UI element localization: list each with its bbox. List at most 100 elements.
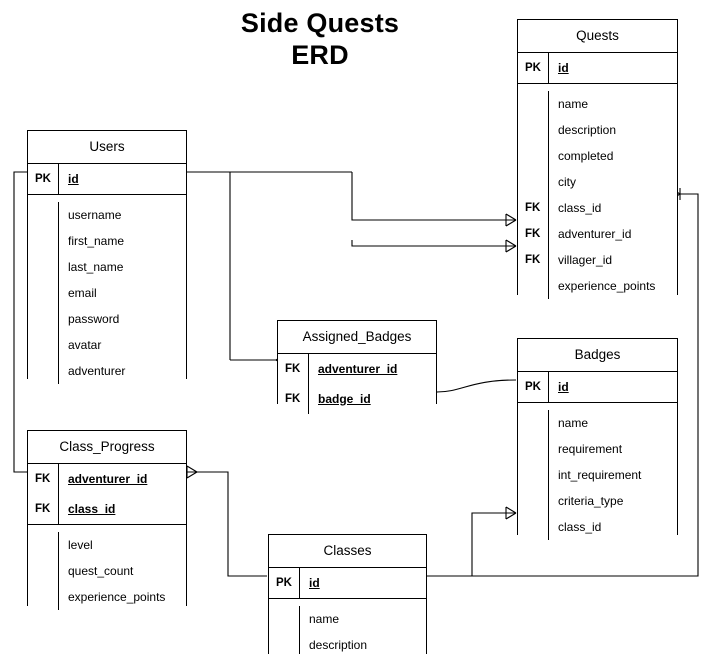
edge-classes-class-progress <box>187 471 267 577</box>
entity-title-assigned-badges: Assigned_Badges <box>278 321 436 354</box>
entity-users[interactable]: Users PK id username first_name last_nam… <box>27 130 187 384</box>
crowfoot-quests-adventurer <box>505 213 517 227</box>
entity-users-keys: PK id <box>28 163 186 195</box>
attr-name: criteria_type <box>558 493 624 508</box>
attr-name: experience_points <box>68 589 166 604</box>
attr-row[interactable]: last_name <box>28 253 186 280</box>
edge-classes-badges <box>427 512 516 577</box>
entity-quests[interactable]: Quests PK id name description completed <box>517 19 678 299</box>
attr-row[interactable]: name <box>518 409 677 436</box>
attr-row[interactable]: FK villager_id <box>518 246 677 273</box>
attr-key: FK <box>518 194 549 221</box>
edge-assigned-badges-badges <box>436 379 517 393</box>
attr-name: adventurer_id <box>68 471 148 486</box>
attr-row[interactable]: experience_points <box>518 272 677 299</box>
attr-row[interactable]: description <box>518 116 677 143</box>
attr-name: completed <box>558 148 614 163</box>
spacer <box>269 599 426 606</box>
attr-row[interactable]: FK badge_id <box>278 383 436 414</box>
attr-key <box>518 90 549 117</box>
edge-users-quests-adventurer <box>351 172 516 221</box>
attr-row[interactable]: completed <box>518 142 677 169</box>
entity-users-attributes: username first_name last_name email pass… <box>28 195 186 384</box>
attr-key <box>28 357 59 384</box>
spacer <box>28 525 186 532</box>
attr-name: description <box>309 637 368 652</box>
attr-name: name <box>558 415 589 430</box>
attr-row[interactable]: PK id <box>518 52 677 83</box>
attr-key <box>28 557 59 584</box>
attr-name: quest_count <box>68 563 134 578</box>
attr-name: id <box>309 575 320 590</box>
attr-row[interactable]: requirement <box>518 435 677 462</box>
attr-name: class_id <box>558 519 602 534</box>
attr-row[interactable]: avatar <box>28 331 186 358</box>
attr-row[interactable]: class_id <box>518 513 677 540</box>
entity-title-class-progress: Class_Progress <box>28 431 186 464</box>
edge-users-quests-villager <box>351 240 516 247</box>
attr-row[interactable]: FK class_id <box>518 194 677 221</box>
attr-name: int_requirement <box>558 467 642 482</box>
attr-name: username <box>68 207 122 222</box>
entity-title-users: Users <box>28 131 186 164</box>
attr-name: name <box>309 611 340 626</box>
attr-row[interactable]: username <box>28 201 186 228</box>
attr-key <box>518 513 549 540</box>
attr-name: badge_id <box>318 391 371 406</box>
attr-row[interactable]: name <box>518 90 677 117</box>
attr-row[interactable]: PK id <box>269 567 426 598</box>
entity-title-badges: Badges <box>518 339 677 372</box>
entity-classes-keys: PK id <box>269 567 426 599</box>
attr-key: PK <box>518 371 549 402</box>
attr-name: class_id <box>558 200 602 215</box>
attr-key: PK <box>518 52 549 83</box>
crowfoot-class-progress-class <box>186 465 198 479</box>
attr-row[interactable]: first_name <box>28 227 186 254</box>
attr-key <box>518 272 549 299</box>
entity-class-progress[interactable]: Class_Progress FK adventurer_id FK class… <box>27 430 187 610</box>
entity-class-progress-attributes: level quest_count experience_points <box>28 525 186 610</box>
attr-key <box>28 201 59 228</box>
attr-row[interactable]: name <box>269 605 426 632</box>
attr-name: adventurer_id <box>558 226 632 241</box>
attr-row[interactable]: city <box>518 168 677 195</box>
page-title-line-1: Side Quests <box>240 8 400 38</box>
attr-key <box>28 253 59 280</box>
attr-row[interactable]: email <box>28 279 186 306</box>
attr-key <box>518 168 549 195</box>
entity-classes[interactable]: Classes PK id name description <box>268 534 427 654</box>
attr-row[interactable]: quest_count <box>28 557 186 584</box>
attr-name: avatar <box>68 337 102 352</box>
attr-row[interactable]: PK id <box>28 163 186 194</box>
entity-title-classes: Classes <box>269 535 426 568</box>
attr-row[interactable]: PK id <box>518 371 677 402</box>
attr-row[interactable]: adventurer <box>28 357 186 384</box>
attr-key <box>518 435 549 462</box>
entity-badges-attributes: name requirement int_requirement criteri… <box>518 403 677 540</box>
attr-name: id <box>558 60 569 75</box>
spacer <box>518 84 677 91</box>
attr-row[interactable]: experience_points <box>28 583 186 610</box>
entity-classes-attributes: name description <box>269 599 426 654</box>
attr-row[interactable]: FK adventurer_id <box>518 220 677 247</box>
attr-name: city <box>558 174 576 189</box>
attr-row[interactable]: int_requirement <box>518 461 677 488</box>
attr-name: last_name <box>68 259 124 274</box>
attr-name: requirement <box>558 441 623 456</box>
attr-row[interactable]: criteria_type <box>518 487 677 514</box>
crowfoot-badges-class <box>505 506 517 520</box>
attr-key: PK <box>269 567 300 598</box>
entity-assigned-badges[interactable]: Assigned_Badges FK adventurer_id FK badg… <box>277 320 437 414</box>
entity-class-progress-keys: FK adventurer_id FK class_id <box>28 463 186 525</box>
entity-badges[interactable]: Badges PK id name requirement int_requir… <box>517 338 678 540</box>
attr-row[interactable]: level <box>28 531 186 558</box>
crowfoot-quests-villager <box>505 239 517 253</box>
attr-row[interactable]: description <box>269 631 426 654</box>
attr-row[interactable]: password <box>28 305 186 332</box>
entity-quests-keys: PK id <box>518 52 677 84</box>
attr-name: name <box>558 96 589 111</box>
attr-row[interactable]: FK class_id <box>28 493 186 524</box>
attr-key: FK <box>518 246 549 273</box>
attr-row[interactable]: FK adventurer_id <box>28 463 186 494</box>
attr-row[interactable]: FK adventurer_id <box>278 353 436 384</box>
